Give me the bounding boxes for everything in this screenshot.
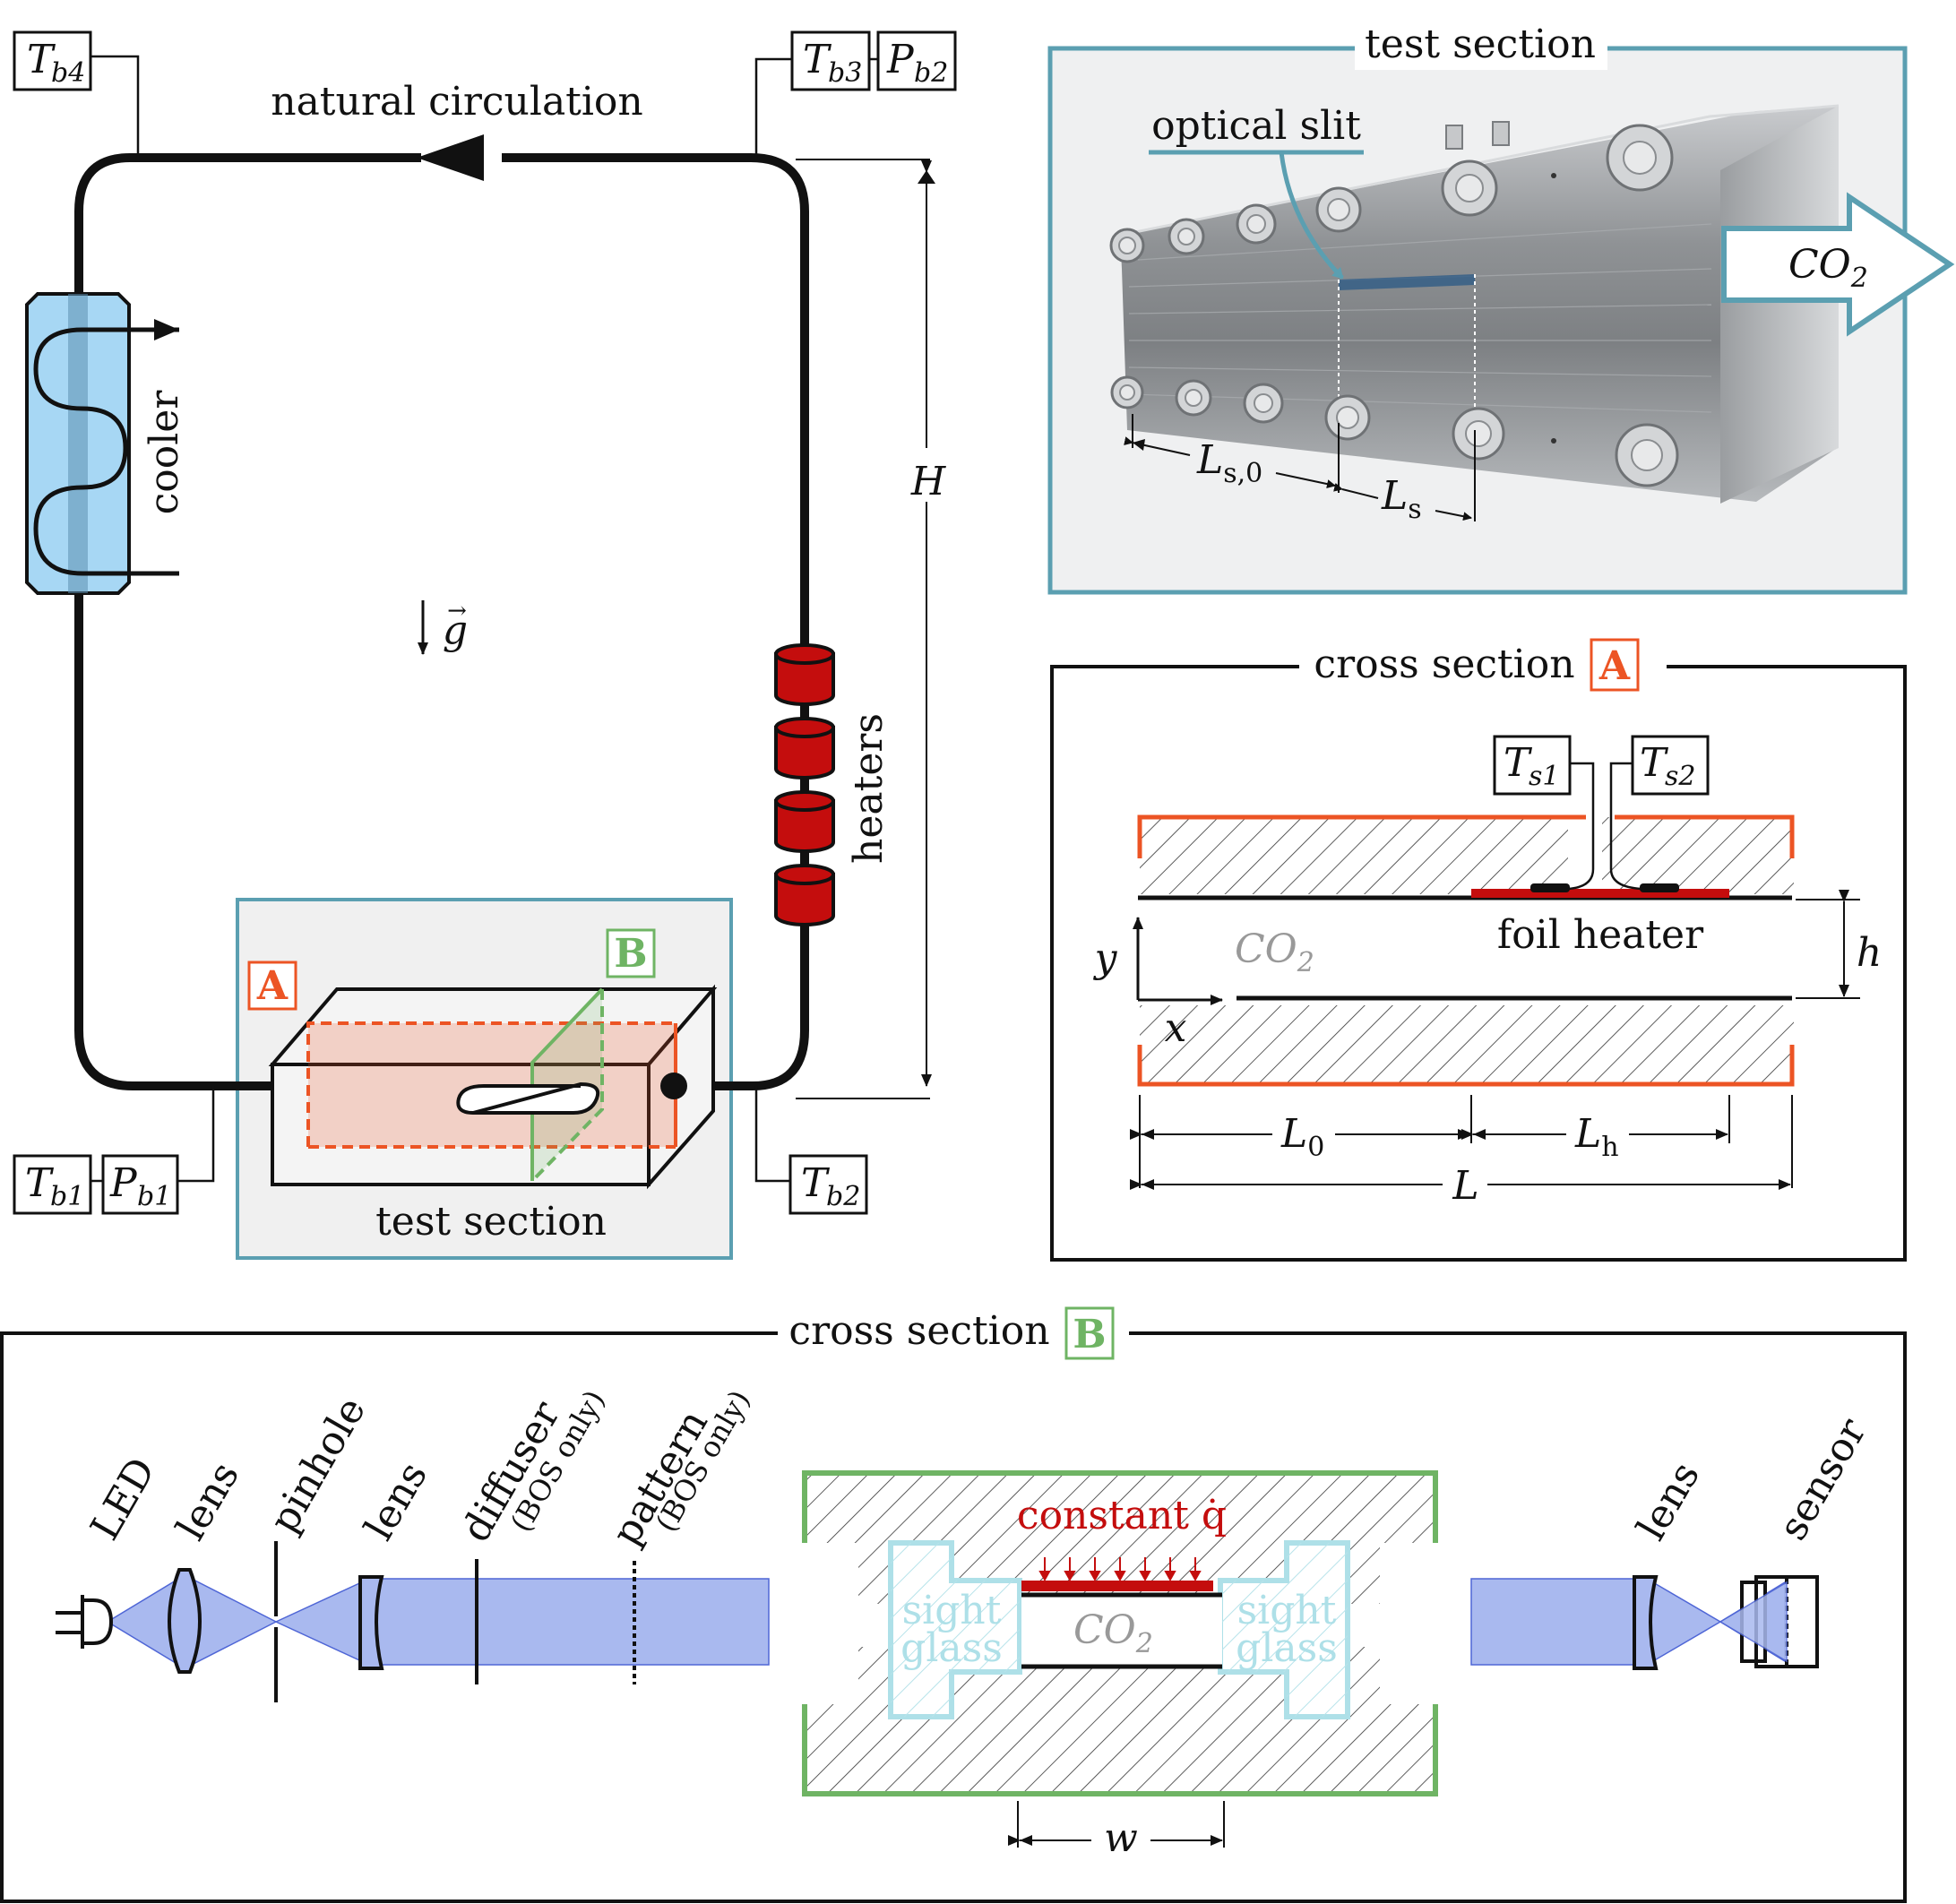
photo-panel-title: test section	[1365, 22, 1596, 67]
svg-text:T: T	[25, 1160, 55, 1206]
cross-section-b-title: cross section	[788, 1308, 1049, 1354]
test-section-photo	[1109, 104, 1840, 504]
w-label: w	[1104, 1815, 1138, 1861]
marker-b: B	[614, 931, 647, 977]
sensor-ts1: T s1	[1493, 735, 1572, 796]
lh-label: Lh	[1574, 1111, 1619, 1163]
constant-q-label: constant q̇	[1017, 1493, 1227, 1538]
svg-text:b1: b1	[50, 1181, 84, 1212]
cross-section-a-panel: cross section A T s1 T s2 foil heater	[1050, 638, 1907, 1262]
marker-b-box	[606, 928, 656, 978]
gravity-label: g	[443, 607, 468, 653]
l0-label: L0	[1280, 1111, 1324, 1163]
h-label: h	[1857, 930, 1882, 976]
cooler-label: cooler	[142, 390, 187, 515]
svg-text:s1: s1	[1529, 761, 1559, 792]
svg-text:T: T	[801, 1160, 831, 1206]
svg-text:b3: b3	[828, 57, 862, 89]
flow-arrow-head	[417, 134, 484, 181]
channel-cross-section	[802, 1470, 1438, 1796]
l-label: L	[1452, 1163, 1478, 1209]
sensor-tb3: T b3	[790, 30, 871, 91]
cooler: cooler	[25, 292, 187, 595]
sensor-tb1: T b1	[13, 1154, 92, 1215]
sensor-pb1: P b1	[101, 1154, 179, 1215]
height-dimension	[796, 159, 932, 1099]
svg-text:b2: b2	[914, 57, 948, 89]
test-section-label: test section	[375, 1199, 607, 1245]
co2-photo-label: CO2	[1788, 242, 1868, 294]
cross-section-a-marker: A	[1598, 643, 1631, 689]
gravity-vector-mark: →	[447, 598, 467, 625]
co2-cross-a-label: CO2	[1235, 926, 1314, 978]
heaters-label: heaters	[846, 713, 892, 864]
lens-3-icon	[1633, 1575, 1659, 1670]
svg-text:T: T	[1640, 740, 1669, 786]
svg-text:b4: b4	[51, 57, 85, 89]
svg-text:T: T	[27, 37, 56, 82]
heaters	[774, 643, 835, 926]
sight-glass-left-2: glass	[900, 1625, 1003, 1671]
lens-1-icon	[168, 1568, 202, 1674]
marker-a-box	[247, 961, 297, 1011]
sensor-leads	[90, 55, 878, 1183]
sight-glass-right-1: sight	[1237, 1588, 1337, 1633]
sight-glass-right-2: glass	[1236, 1625, 1338, 1671]
loop-panel: natural circulation cooler heaters H	[13, 30, 957, 1260]
lens-2-icon	[358, 1575, 384, 1670]
photo-panel: test section	[1047, 22, 1955, 595]
cross-section-b-marker: B	[1073, 1312, 1106, 1357]
optical-slit-label: optical slit	[1151, 103, 1361, 149]
svg-text:b1: b1	[137, 1181, 171, 1212]
svg-text:P: P	[109, 1160, 138, 1206]
sensor-tb4: T b4	[13, 30, 92, 91]
marker-a: A	[256, 963, 289, 1009]
svg-text:P: P	[886, 37, 915, 82]
y-axis-label: y	[1093, 935, 1118, 981]
co2-cross-b-label: CO2	[1073, 1607, 1153, 1659]
cross-section-a-title: cross section	[1314, 642, 1574, 687]
sight-glass-left-1: sight	[902, 1588, 1002, 1633]
natural-circulation-label: natural circulation	[271, 79, 643, 125]
ls0-label: Ls,0	[1196, 437, 1262, 489]
ls-label: Ls	[1381, 473, 1422, 525]
svg-text:s2: s2	[1665, 761, 1695, 792]
sensor-tb2: T b2	[788, 1154, 868, 1215]
test-section-box	[268, 984, 718, 1190]
cross-section-b-panel: cross section B	[0, 1305, 1907, 1903]
svg-text:T: T	[1504, 740, 1533, 786]
svg-text:b2: b2	[826, 1181, 860, 1212]
sensor-ts2: T s2	[1631, 735, 1710, 796]
loop-pipe	[74, 153, 809, 1090]
svg-text:T: T	[803, 37, 832, 82]
co2-flow-arrow	[1721, 192, 1955, 337]
sensor-pb2: P b2	[876, 30, 957, 91]
height-symbol: H	[910, 459, 947, 504]
foil-heater-label: foil heater	[1497, 912, 1704, 958]
led-icon	[56, 1595, 114, 1649]
x-axis-label: x	[1165, 1005, 1187, 1051]
